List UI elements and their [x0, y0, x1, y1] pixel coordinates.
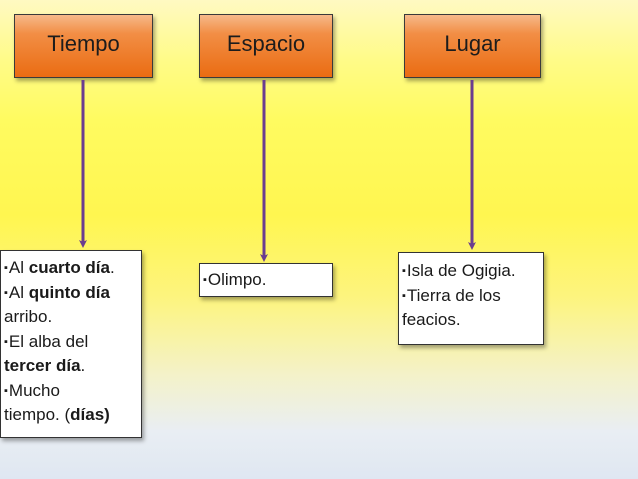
tiempo-header: Tiempo — [14, 14, 153, 78]
bullet-icon: ▪ — [4, 286, 8, 299]
espacio-header-label: Espacio — [226, 31, 306, 56]
bullet-icon: ▪ — [4, 335, 8, 348]
bullet-icon: ▪ — [4, 262, 8, 274]
bullet-icon: ▪ — [402, 265, 406, 277]
bullet-icon: ▪ — [203, 274, 207, 286]
espacio-item-1: ▪Olimpo. — [203, 270, 267, 289]
lugar-item-1: ▪Isla de Ogigia. — [402, 261, 516, 280]
lugar-header: Lugar — [404, 14, 541, 78]
bullet-icon: ▪ — [4, 384, 8, 397]
espacio-header: Espacio — [199, 14, 333, 78]
tiempo-header-label: Tiempo — [47, 31, 120, 56]
espacio-box: ▪Olimpo. — [199, 263, 333, 297]
bullet-icon: ▪ — [402, 289, 406, 302]
lugar-header-label: Lugar — [444, 31, 501, 56]
tiempo-item-1: ▪Al cuarto día. — [4, 258, 115, 277]
